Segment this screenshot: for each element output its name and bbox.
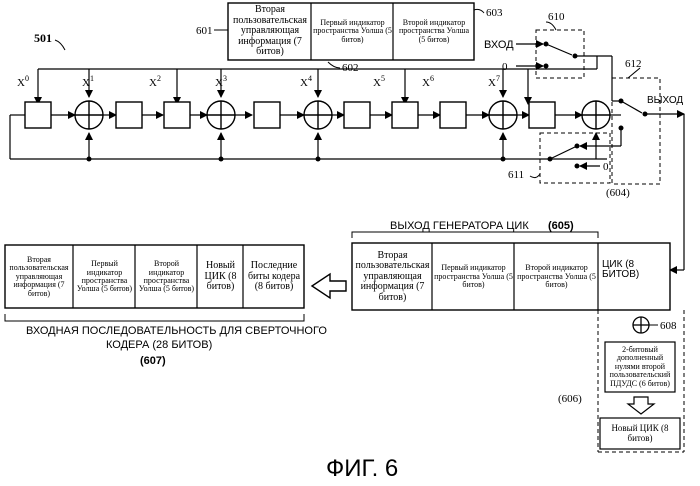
power-x2: X2 [149, 74, 161, 89]
mid-field-user-info: Вторая пользовательская управляющая инфо… [354, 245, 431, 309]
ref-604: (604) [606, 187, 630, 199]
new-crc-text: Новый ЦИК (8 битов) [601, 419, 679, 448]
ref-608: 608 [660, 320, 677, 332]
switch-612-box [612, 78, 660, 184]
left-field-walsh-1: Первый индикатор пространства Уолша (5 б… [75, 247, 134, 307]
power-x6: X6 [422, 74, 434, 89]
mid-field-walsh-1: Первый индикатор пространства Уолша (5 б… [434, 245, 513, 309]
power-x4: X4 [300, 74, 312, 89]
polynomial-powers: X0 X1 X2 X3 X4 X5 X6 X7 [17, 74, 500, 89]
delay-cell-3 [254, 102, 280, 128]
hollow-down-arrow [628, 397, 654, 414]
delay-cell-4 [344, 102, 370, 128]
left-field-walsh-2: Второй индикатор пространства Уолша (5 б… [137, 247, 196, 307]
input-label: ВХОД [484, 39, 514, 51]
switch-610-box [536, 30, 584, 78]
power-x0: X0 [17, 74, 29, 89]
power-x3: X3 [215, 74, 227, 89]
power-x7: X7 [488, 74, 500, 89]
ref-601: 601 [196, 25, 213, 37]
delay-cell-5 [392, 102, 418, 128]
delay-cell-7 [529, 102, 555, 128]
seq-caption-1: ВХОДНАЯ ПОСЛЕДОВАТЕЛЬНОСТЬ ДЛЯ СВЕРТОЧНО… [26, 325, 327, 337]
ref-611: 611 [508, 169, 524, 181]
left-field-tail-bits: Последние биты кодера (8 битов) [245, 247, 303, 307]
zero-label-top: 0 [502, 61, 508, 73]
left-field-new-crc: Новый ЦИК (8 битов) [199, 247, 242, 307]
mid-field-walsh-2: Второй индикатор пространства Уолша (5 б… [516, 245, 597, 309]
figure-label: ФИГ. 6 [326, 455, 398, 482]
padded-id-text: 2-битовый дополненный нулями второй поль… [606, 343, 674, 391]
top-field-user-info: Вторая пользовательская управляющая инфо… [230, 4, 310, 59]
delay-cell-6 [440, 102, 466, 128]
delay-cell-2 [164, 102, 190, 128]
zero-label-bottom: 0 [603, 161, 609, 173]
ref-607: (607) [140, 355, 166, 367]
ref-603: 603 [486, 7, 503, 19]
power-x5: X5 [373, 74, 385, 89]
top-field-walsh-2: Второй индикатор пространства Уолша (5 б… [395, 4, 473, 59]
mid-field-crc: ЦИК (8 БИТОВ) [602, 250, 662, 290]
seq-caption-2: КОДЕРА (28 БИТОВ) [106, 339, 212, 351]
ref-612: 612 [625, 58, 642, 70]
delay-cell-1 [116, 102, 142, 128]
ref-610: 610 [548, 11, 565, 23]
power-x1: X1 [82, 74, 94, 89]
hollow-left-arrow [312, 274, 346, 298]
ref-602: 602 [342, 62, 359, 74]
crc-gen-title: ВЫХОД ГЕНЕРАТОРА ЦИК [390, 220, 529, 232]
left-field-user-info: Вторая пользовательская управляющая инфо… [6, 247, 72, 307]
top-field-walsh-1: Первый индикатор пространства Уолша (5 б… [313, 4, 392, 59]
ref-606: (606) [558, 393, 582, 405]
delay-cell-0 [25, 102, 51, 128]
ref-605: (605) [548, 220, 574, 232]
ref-501: 501 [34, 31, 52, 45]
output-label: ВЫХОД [647, 95, 683, 106]
